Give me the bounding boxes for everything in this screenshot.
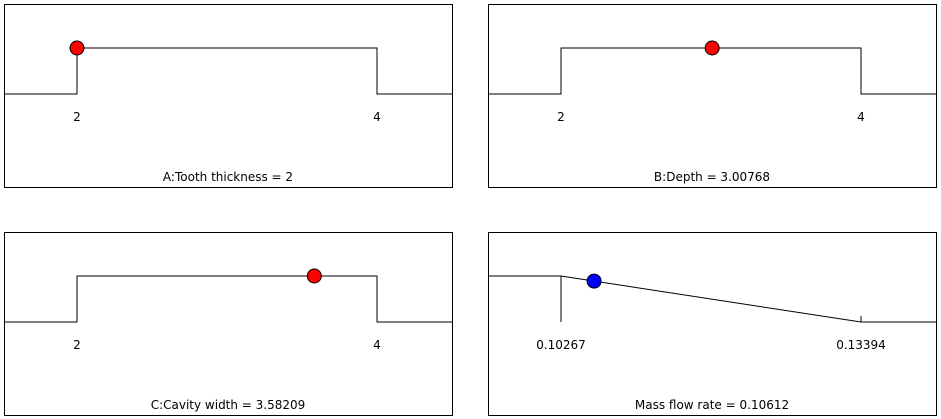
panel-value-label: A:Tooth thickness = 2 <box>163 170 293 184</box>
high-limit-label: 4 <box>373 110 381 124</box>
low-limit-label: 2 <box>73 338 81 352</box>
ramp-panel-1: 2 4A:Tooth thickness = 2 <box>4 4 453 188</box>
panel-value-label: Mass flow rate = 0.10612 <box>635 398 789 412</box>
panel-frame <box>488 4 937 188</box>
panel-frame <box>4 232 453 416</box>
response-value-marker[interactable] <box>586 273 602 289</box>
factor-setting-marker[interactable] <box>704 40 720 56</box>
panel-value-label: B:Depth = 3.00768 <box>654 170 770 184</box>
panel-frame <box>488 232 937 416</box>
low-limit-label: 0.10267 <box>536 338 586 352</box>
desirability-ramp-line <box>4 275 453 323</box>
factor-setting-marker[interactable] <box>306 268 322 284</box>
desirability-ramp-line <box>4 47 453 95</box>
high-limit-label: 0.13394 <box>836 338 886 352</box>
panel-frame <box>4 4 453 188</box>
panel-value-label: C:Cavity width = 3.58209 <box>151 398 306 412</box>
low-limit-label: 2 <box>73 110 81 124</box>
ramp-panel-3: 2 4C:Cavity width = 3.58209 <box>4 232 453 416</box>
high-limit-label: 4 <box>373 338 381 352</box>
desirability-ramp-line <box>488 275 937 323</box>
high-limit-label: 4 <box>857 110 865 124</box>
factor-setting-marker[interactable] <box>69 40 85 56</box>
low-limit-label: 2 <box>557 110 565 124</box>
ramp-panel-2: 2 4B:Depth = 3.00768 <box>488 4 937 188</box>
